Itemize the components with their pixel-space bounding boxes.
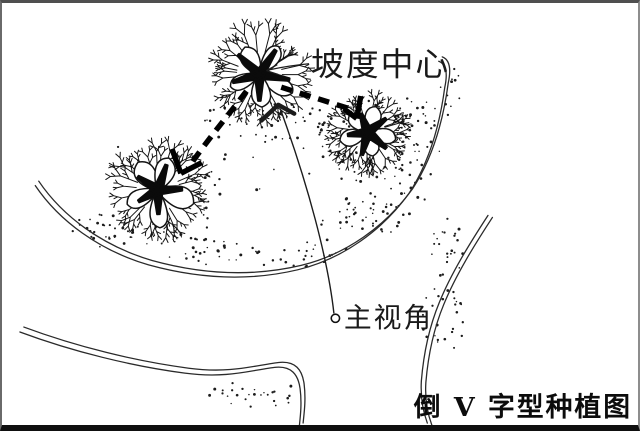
contour-lines bbox=[19, 56, 494, 425]
view-arrow bbox=[259, 102, 335, 314]
main-view-label: 主视角 bbox=[344, 301, 433, 334]
tree-symbols bbox=[105, 18, 412, 243]
planting-diagram-canvas: 坡度中心 主视角 倒 V 字型种植图 bbox=[19, 18, 632, 425]
tree-symbol bbox=[208, 18, 316, 128]
viewpoint-circle bbox=[330, 313, 341, 324]
arrowhead-icon bbox=[266, 64, 279, 76]
diagram-caption: 倒 V 字型种植图 bbox=[413, 392, 632, 423]
tree-symbol bbox=[105, 135, 211, 243]
dashed-arrow-left bbox=[169, 89, 249, 176]
tree-symbol bbox=[324, 88, 412, 179]
slope-center-leader bbox=[266, 63, 310, 76]
arrowhead-icon bbox=[259, 102, 297, 123]
dashed-arrow-right bbox=[280, 84, 364, 121]
slope-center-label: 坡度中心 bbox=[311, 46, 450, 84]
